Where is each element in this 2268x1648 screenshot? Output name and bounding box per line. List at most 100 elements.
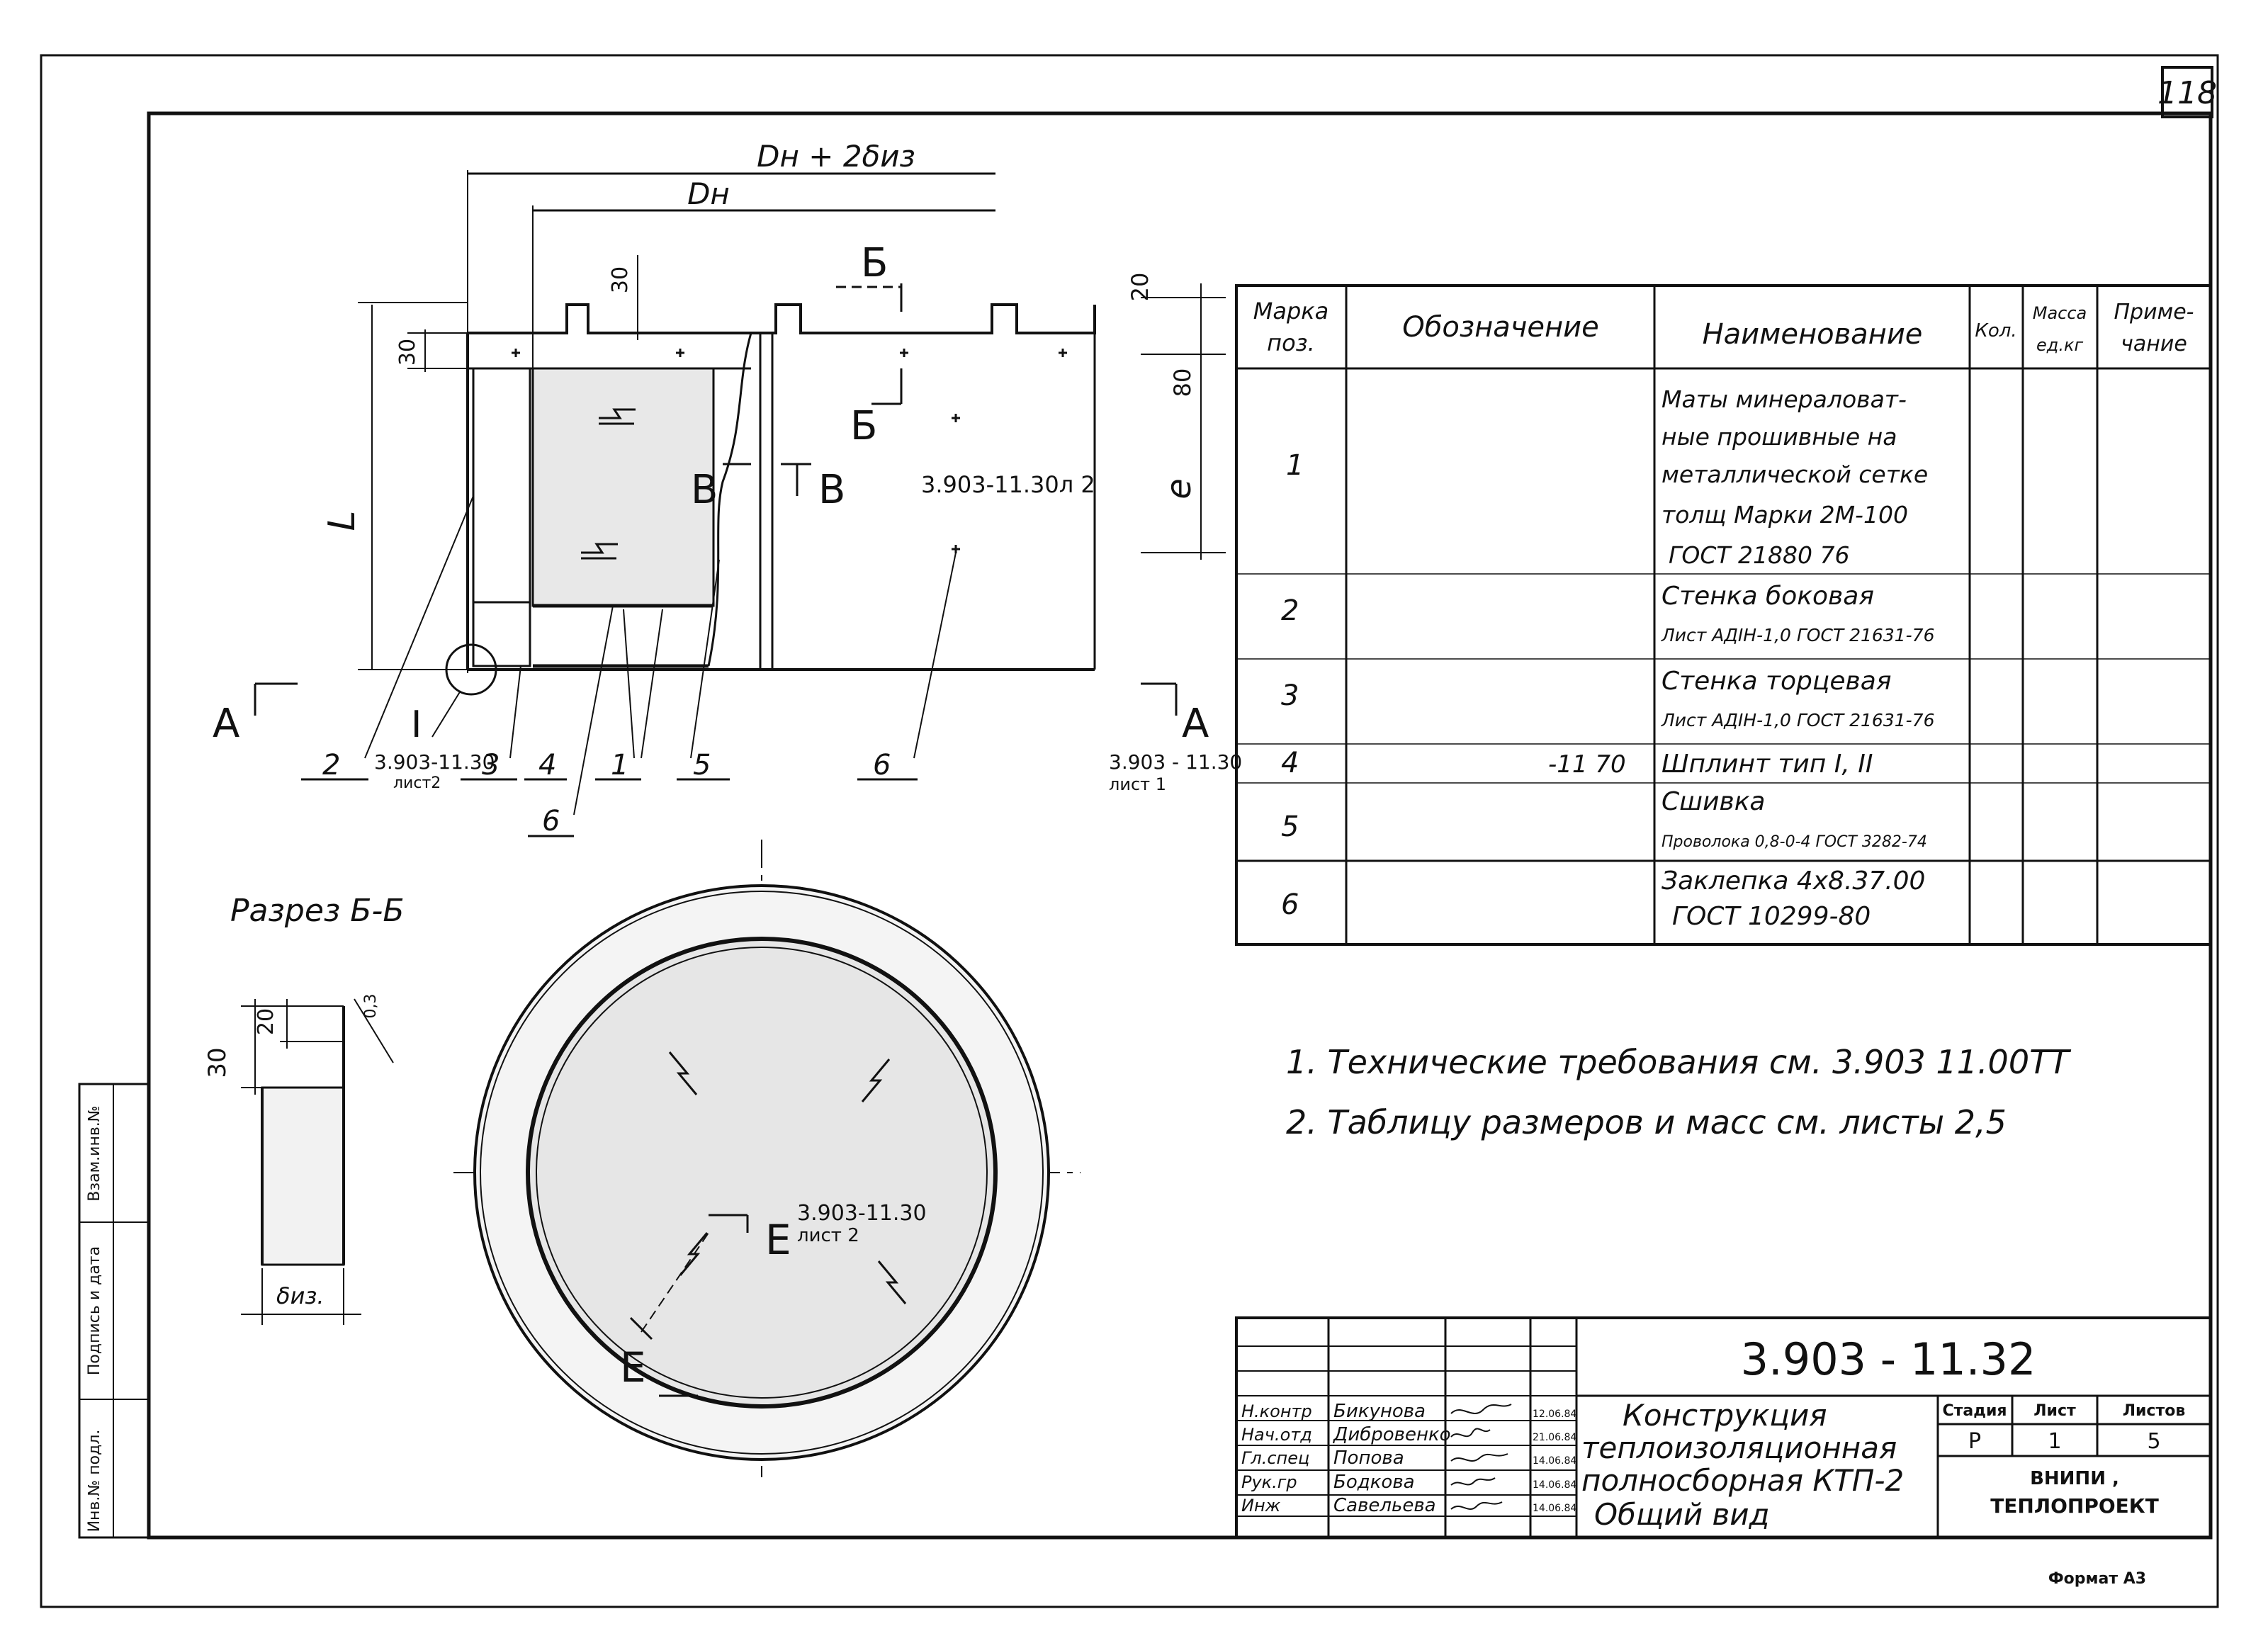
round-ref-code: 3.903-11.30 [797,1201,927,1226]
row-3-pos: 3 [1281,679,1299,712]
row-5-name-1: Сшивка [1661,787,1766,816]
sig-name-2: Дибровенко [1333,1424,1451,1445]
row-3-name-2: Лист АДIН-1,0 ГОСТ 21631-76 [1661,710,1934,730]
sig-date-3: 14.06.84 [1533,1455,1576,1467]
detail-ref-sheet: лист2 [393,774,441,792]
section-bb: Разрез Б-Б 30 20 0,3 δиз. [203,893,405,1325]
sig-name-4: Бодкова [1333,1472,1415,1493]
round-ref-sheet: лист 2 [797,1225,859,1246]
stamp-signature-date: Подпись и дата [86,1246,103,1375]
hdr-mark-1: Марка [1253,298,1328,324]
sig-name-5: Савельева [1333,1495,1436,1516]
row-6-name-2: ГОСТ 10299-80 [1672,902,1871,931]
section-bb-body [261,1086,345,1266]
dim-30-top: 30 [608,266,633,293]
sig-role-4: Рук.гр [1241,1472,1297,1492]
section-a-left-label: А [213,701,239,747]
section-bb-dim-03: 0,3 [362,994,380,1019]
row-1-name-2: ные прошивные на [1661,423,1897,451]
dim-30-left: 30 [395,339,420,366]
sig-role-5: Инж [1241,1496,1281,1516]
section-b-mid-label: Б [850,403,877,449]
sig-role-2: Нач.отд [1241,1425,1312,1445]
sig-name-3: Попова [1333,1447,1404,1469]
stamp-replaced-inv: Взам.инв.№ [86,1105,103,1201]
row-1-pos: 1 [1286,449,1304,482]
row-1-name-4: толщ Марки 2М-100 [1661,501,1908,529]
row-2-pos: 2 [1281,594,1299,627]
title-block: 3.903 - 11.32 Н.контр Бикунова 12.06.84 … [1235,1316,2212,1539]
dim-outer-diameter: Dн + 2δиз [757,139,915,174]
dim-80: 80 [1169,368,1196,397]
row-2-name-1: Стенка боковая [1661,582,1874,611]
sheet-value: 1 [2048,1429,2061,1454]
title-line-1: Конструкция [1623,1398,1827,1433]
sig-role-3: Гл.спец [1241,1448,1309,1468]
stamp-inv-no: Инв.№ подл. [86,1430,103,1533]
detail-ref: 3.903-11.30 [374,750,495,774]
hdr-qty: Кол. [1975,320,2016,342]
row-1-name-3: металлической сетке [1661,461,1928,488]
title-line-4: Общий вид [1594,1497,1770,1532]
hdr-note-2: чание [2121,332,2187,356]
section-b-top-label: Б [861,240,888,286]
row-6-name-1: Заклепка 4х8.37.00 [1661,867,1925,896]
stage-value: Р [1968,1429,1981,1454]
dim-inner-diameter: Dн [687,176,730,211]
section-v-right-label: В [818,467,845,513]
sig-date-5: 14.06.84 [1533,1503,1576,1514]
detail-I-label: I [411,704,422,746]
section-bb-dim-30: 30 [203,1047,232,1078]
row-4-designation: -11 70 [1548,750,1626,779]
org-line-2: ТЕПЛОПРОЕКТ [1990,1494,2159,1518]
callout-4: 4 [538,749,556,781]
mineral-wool-mat [531,367,715,607]
callout-6-lower: 6 [542,805,560,837]
row-4-name-1: Шплинт тип I, II [1661,750,1873,779]
sheet-number: 118 [2157,75,2217,111]
hdr-name: Наименование [1703,318,1923,351]
label-E-bottom: Е [620,1343,646,1392]
row-1-name-5: ГОСТ 21880 76 [1669,541,1850,569]
row-1-name-1: Маты минераловат- [1661,385,1907,413]
stage-header: Стадия [1942,1402,2007,1420]
hdr-mass-1: Масса [2033,303,2087,323]
sheets-value: 5 [2147,1429,2160,1454]
hdr-designation: Обозначение [1402,311,1599,344]
title-line-2: теплоизоляционная [1581,1430,1897,1465]
ref-right: 3.903 - 11.30 [1109,750,1242,774]
inner-mat-disc [526,937,998,1409]
row-2-name-2: Лист АДIН-1,0 ГОСТ 21631-76 [1661,625,1934,645]
hdr-mark-2: поз. [1267,329,1315,356]
ref-right-sheet: лист 1 [1109,774,1166,794]
callout-1: 1 [611,749,628,781]
format-label: Формат А3 [2048,1570,2146,1588]
section-a-right-label: А [1182,701,1209,747]
callout-6: 6 [873,749,891,781]
row-6-pos: 6 [1281,888,1299,921]
notes: 1. Технические требования см. 3.903 11.0… [1286,1043,2072,1141]
dim-e: e [1159,478,1199,500]
section-v-left-label: В [691,467,718,513]
section-bb-title: Разрез Б-Б [230,893,405,929]
hdr-mass-2: ед.кг [2036,335,2083,355]
document-code: 3.903 - 11.32 [1741,1333,2036,1385]
callout-3: 3 [482,749,500,781]
row-5-pos: 5 [1281,811,1299,843]
title-line-3: полносборная КТП-2 [1581,1463,1904,1498]
sheet-header: Лист [2033,1402,2076,1420]
dim-L: L [321,511,363,531]
round-view: Е 3.903-11.30 лист 2 Е [453,840,1081,1477]
callout-5: 5 [693,749,711,781]
front-view: Dн + 2δиз Dн 30 L 30 [213,139,1242,837]
sig-date-1: 12.06.84 [1533,1409,1576,1420]
hdr-note-1: Приме- [2114,300,2194,324]
spec-table: Марка поз. Обозначение Наименование Кол.… [1235,284,2212,946]
label-E-top: Е [765,1216,791,1264]
sig-date-4: 14.06.84 [1533,1479,1576,1491]
sig-name-1: Бикунова [1333,1401,1426,1422]
sig-role-1: Н.контр [1241,1401,1312,1421]
note-2: 2. Таблицу размеров и масс см. листы 2,5 [1286,1103,2007,1141]
section-bb-dim-delta: δиз. [276,1282,325,1309]
